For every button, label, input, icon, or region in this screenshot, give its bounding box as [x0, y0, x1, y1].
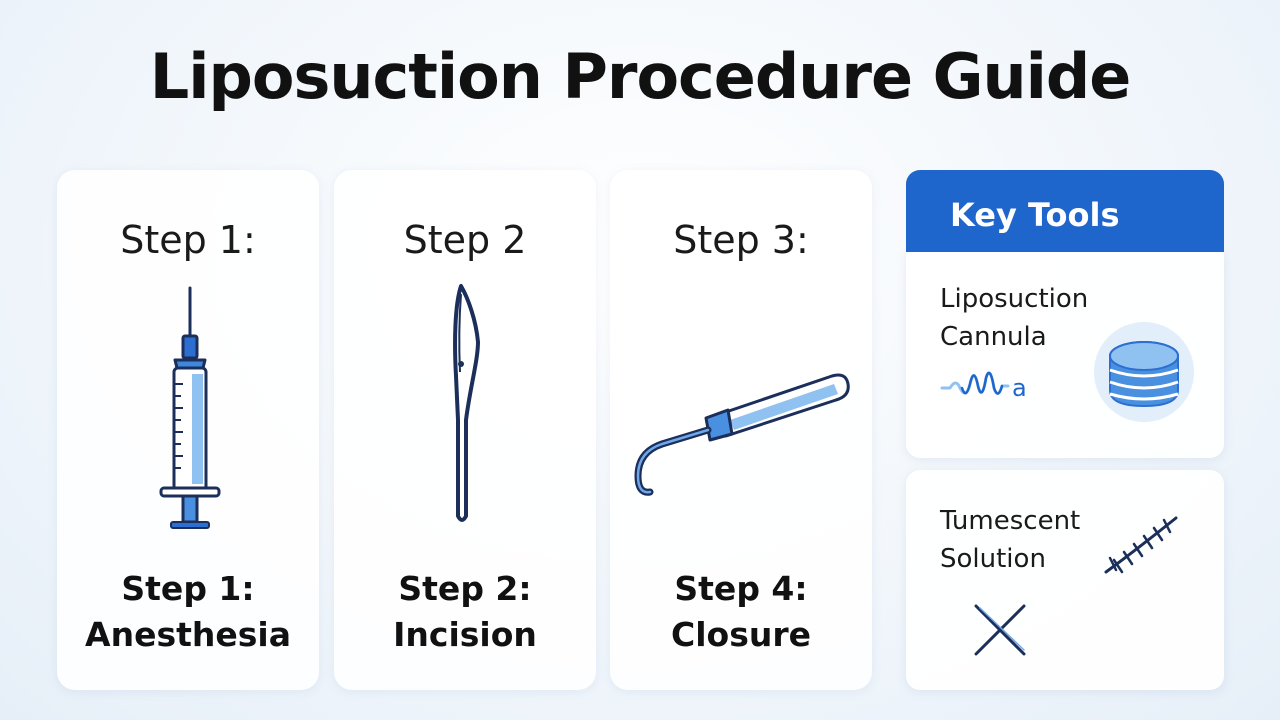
wave-label: a — [1012, 374, 1027, 402]
tool-card-cannula: Liposuction Cannula a — [906, 252, 1224, 458]
cross-icon — [974, 604, 1026, 656]
fat-layers-icon — [1094, 322, 1194, 422]
tool-name: Tumescent Solution — [940, 506, 1081, 574]
key-tools-header: Key Tools — [906, 170, 1224, 252]
cannula-icon — [634, 373, 850, 496]
step-card-anesthesia: Step 1: Step 1: Anesthesia — [57, 170, 319, 690]
waveform-icon: a — [940, 371, 1027, 402]
step-heading: Step 2 — [403, 218, 527, 262]
step-heading: Step 1: — [120, 218, 256, 262]
page-title: Liposuction Procedure Guide — [149, 40, 1132, 113]
step-caption: Step 1: Anesthesia — [85, 569, 291, 654]
suture-icon — [1104, 516, 1178, 574]
scalpel-icon — [453, 284, 480, 522]
step-card-incision: Step 2 Step 2: Incision — [334, 170, 596, 690]
step-caption: Step 4: Closure — [671, 569, 811, 654]
step-caption: Step 2: Incision — [393, 569, 537, 654]
syringe-icon — [159, 286, 221, 529]
tool-name: Liposuction Cannula — [940, 284, 1089, 352]
step-card-closure: Step 3: Step 4: Closure — [610, 170, 872, 690]
step-heading: Step 3: — [673, 218, 809, 262]
tool-card-tumescent: Tumescent Solution — [906, 470, 1224, 690]
key-tools-panel: Liposuction Cannula a Tumescent Solution — [906, 170, 1224, 690]
